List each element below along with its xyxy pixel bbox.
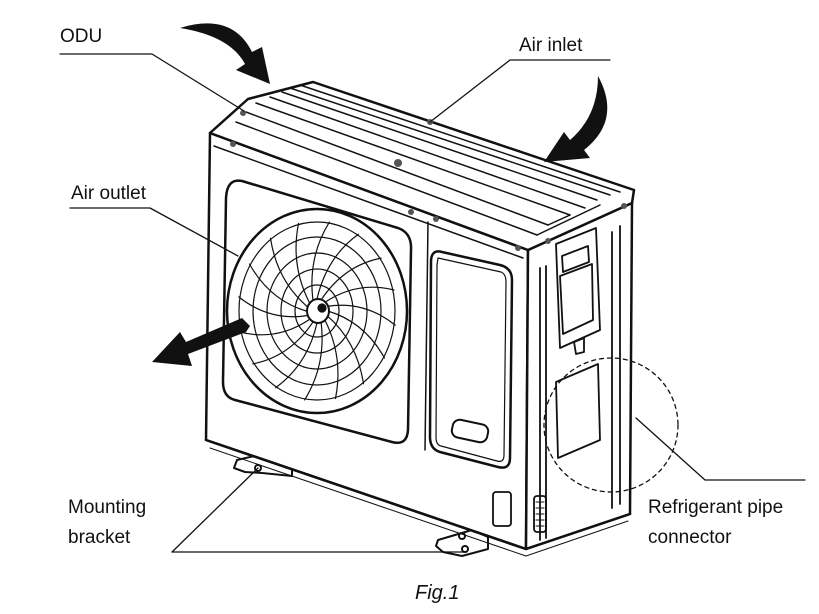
odu-label: ODU — [60, 26, 103, 47]
fan-spoke — [316, 233, 359, 300]
odu-body — [204, 80, 636, 557]
front-face-inner-edge — [213, 145, 524, 259]
fan-spoke — [304, 321, 323, 401]
fan-spoke — [295, 222, 310, 304]
fan-spoke — [320, 257, 382, 301]
fan-spoke — [239, 318, 310, 336]
front-panel-window — [428, 250, 514, 469]
air-inlet-arrow-right — [544, 76, 608, 162]
fan-spoke — [326, 304, 396, 326]
mounting-bracket-label-line2: bracket — [68, 527, 131, 548]
air-outlet-label: Air outlet — [71, 183, 146, 204]
air-outlet-arrow — [152, 318, 250, 366]
air-inlet-leader — [429, 59, 611, 123]
fan-spoke — [269, 237, 308, 307]
fan-spoke — [252, 321, 314, 365]
fan-spoke — [324, 286, 395, 304]
air-inlet-arrow-top — [180, 23, 270, 84]
fan-spoke — [327, 310, 386, 359]
fan-spoke — [326, 315, 365, 385]
fan-spoke — [324, 318, 339, 400]
fan-spoke — [275, 322, 318, 389]
leader-lines — [59, 53, 806, 553]
mounting-bracket-right — [435, 529, 489, 557]
fan-spoke — [238, 296, 308, 318]
fan-spoke — [311, 221, 330, 301]
air-inlet-label: Air inlet — [519, 35, 583, 56]
mounting-bracket-label: Mounting bracket — [68, 493, 146, 553]
figure-caption: Fig.1 — [415, 582, 460, 604]
refrigerant-pipe-connector-label: Refrigerant pipe connector — [648, 493, 783, 553]
odu-leader — [59, 53, 245, 112]
side-details — [492, 225, 621, 541]
fan-grille — [225, 207, 409, 415]
refrigerant-highlight-circle — [543, 357, 679, 493]
refrigerant-leader — [635, 417, 806, 481]
fan-spoke — [248, 263, 307, 312]
top-grille — [235, 84, 621, 236]
air-outlet-leader — [69, 207, 239, 257]
mounting-bracket-label-line1: Mounting — [68, 497, 147, 518]
front-handle — [450, 418, 490, 444]
refrigerant-label-line2: connector — [648, 527, 732, 548]
refrigerant-label-line1: Refrigerant pipe — [648, 497, 784, 518]
mounting-bracket-leader — [171, 467, 467, 553]
